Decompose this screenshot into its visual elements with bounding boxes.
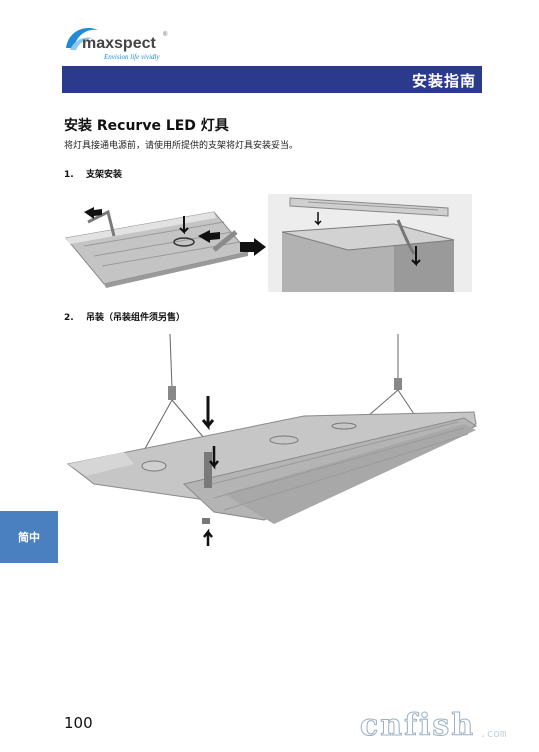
logo-tagline: Envision life vividly [103, 53, 160, 61]
arrow-up-icon [203, 528, 213, 546]
section-title: 安装 Recurve LED 灯具 [64, 118, 229, 134]
logo-swoosh-icon-2 [70, 37, 92, 50]
header-title: 安装指南 [411, 72, 476, 90]
step-number: 2. [64, 313, 74, 323]
watermark: cnfish [359, 708, 476, 744]
section-intro: 将灯具接通电源前，请使用所提供的支架将灯具安装妥当。 [64, 141, 299, 151]
arrow-left-icon-2 [84, 207, 102, 219]
arrow-down-icon-4 [201, 396, 215, 431]
arrow-down-icon-3 [411, 246, 421, 267]
bracket-install-illustration [65, 207, 249, 288]
step-2-heading: 2. 吊装（吊装组件须另售） [64, 310, 185, 323]
step-number: 1. [64, 170, 74, 180]
language-tab[interactable]: 简中 [0, 511, 58, 563]
step-1-heading: 1. 支架安装 [64, 167, 122, 180]
tank-mount-illustration [268, 194, 472, 292]
arrow-down-icon-2 [314, 212, 322, 226]
step-label: 支架安装 [86, 170, 123, 180]
arrow-right-icon [240, 238, 266, 256]
arrow-down-icon-5 [209, 446, 219, 470]
logo-swoosh-icon [66, 28, 98, 48]
language-tab-label: 简中 [18, 531, 40, 544]
header-bar: 安装指南 [62, 66, 482, 93]
arrow-left-icon [198, 230, 220, 243]
logo-registered: ® [163, 31, 168, 38]
maxspect-logo: maxspect ® Envision life vividly [66, 28, 168, 61]
arrow-down-icon [179, 216, 189, 235]
hanging-kit-illustration [66, 334, 478, 546]
logo-wordmark: maxspect [82, 35, 156, 52]
watermark-tld: .com [480, 727, 507, 740]
step-label: 吊装（吊装组件须另售） [86, 313, 186, 323]
page-number: 100 [64, 714, 93, 732]
